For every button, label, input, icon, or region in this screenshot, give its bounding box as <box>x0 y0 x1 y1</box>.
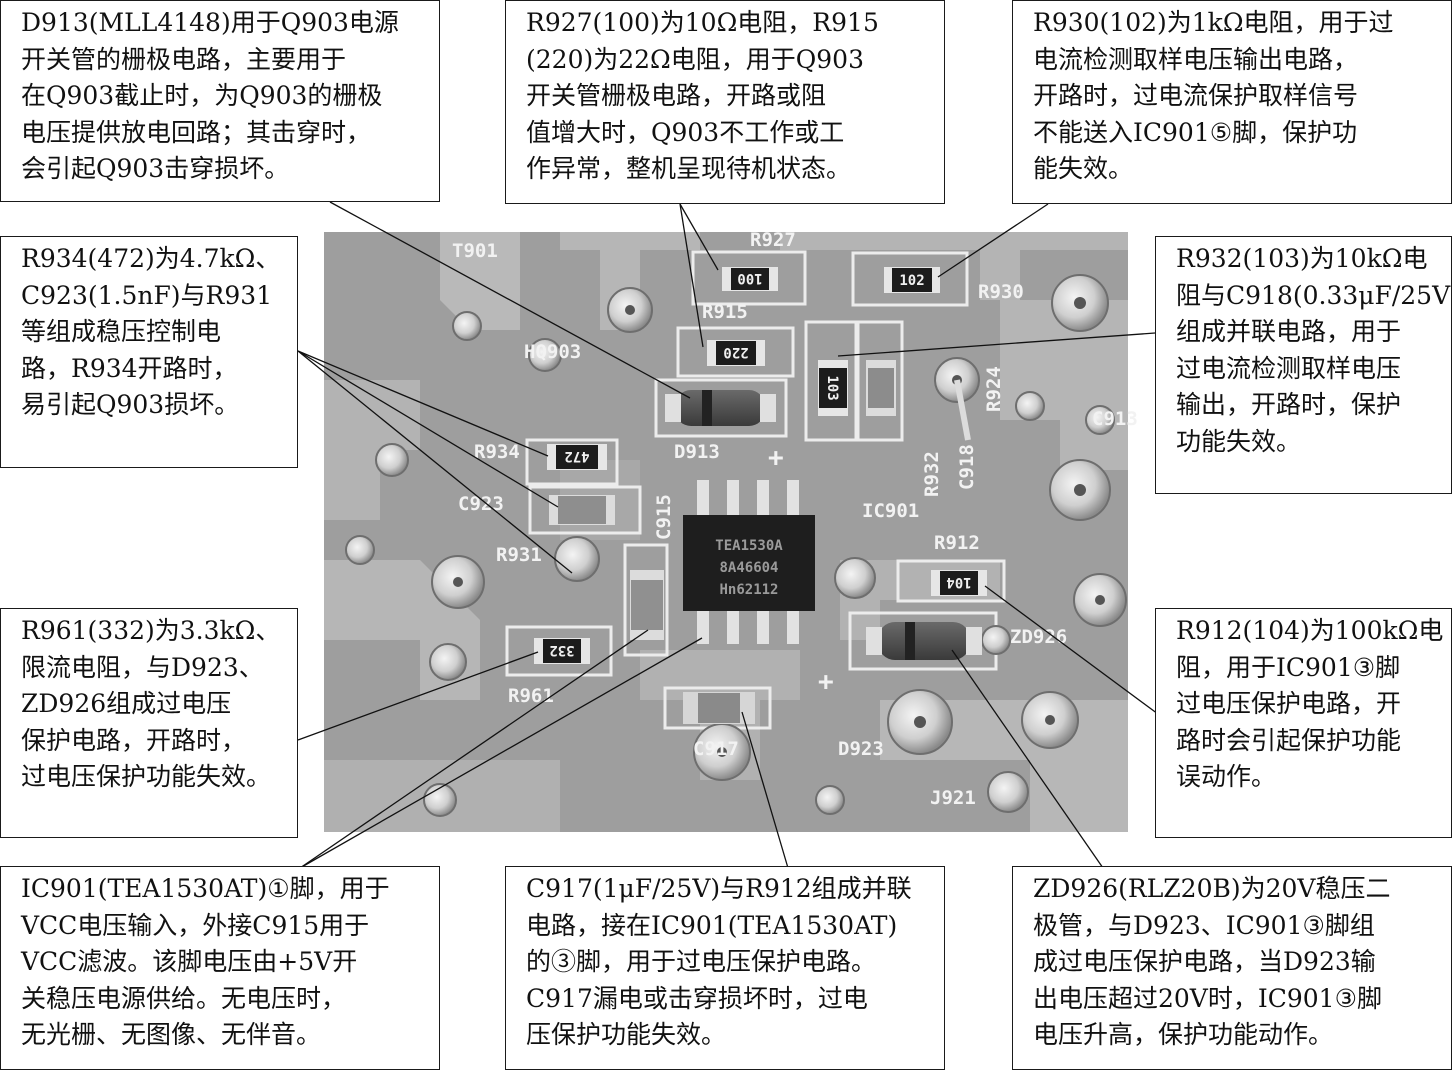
diode-zd926 <box>866 622 982 660</box>
annotation-c917: C917(1μF/25V)与R912组成并联 电路，接在IC901(TEA153… <box>505 866 945 1070</box>
pcb-label-c918: C918 <box>956 444 978 490</box>
pcb-label-d923: D923 <box>838 738 884 760</box>
pcb-label-r930: R930 <box>978 281 1024 303</box>
svg-text:Hn62112: Hn62112 <box>719 582 778 598</box>
pcb-label-plus-2: + <box>818 667 834 697</box>
svg-text:220: 220 <box>723 344 748 360</box>
annotation-r927-r915: R927(100)为10Ω电阻，R915 (220)为22Ω电阻，用于Q903 … <box>505 0 945 204</box>
annotation-ic901: IC901(TEA1530AT)①脚，用于 VCC电压输入，外接C915用于 V… <box>0 866 440 1070</box>
pcb-label-j921: J921 <box>930 787 976 809</box>
smd-c923 <box>549 495 615 525</box>
pcb-label-t901: T901 <box>452 240 498 262</box>
pcb-label-plus-1: + <box>768 443 784 473</box>
svg-text:100: 100 <box>737 270 762 286</box>
pcb-label-c923: C923 <box>458 493 504 515</box>
svg-text:103: 103 <box>824 375 840 400</box>
annotation-r912: R912(104)为100kΩ电 阻，用于IC901③脚 过电压保护电路，开 路… <box>1155 608 1452 838</box>
svg-text:332: 332 <box>549 642 574 658</box>
svg-text:472: 472 <box>564 448 589 464</box>
pcb-label-r932: R932 <box>921 451 943 497</box>
smd-r927: 100 <box>722 267 778 291</box>
smd-r934: 472 <box>547 444 607 470</box>
smd-r961: 332 <box>534 638 590 664</box>
annotation-d913: D913(MLL4148)用于Q903电源 开关管的栅极电路，主要用于 在Q90… <box>0 0 440 202</box>
svg-text:TEA1530A: TEA1530A <box>715 538 783 554</box>
pcb-label-hq903: HQ903 <box>524 341 581 363</box>
pcb-label-r915: R915 <box>702 301 748 323</box>
pcb-label-c913: C913 <box>1092 408 1138 430</box>
pcb-label-ic901: IC901 <box>862 500 919 522</box>
svg-text:102: 102 <box>899 273 924 289</box>
pcb-label-c917: C917 <box>693 738 739 760</box>
diode-d913 <box>665 390 776 426</box>
pcb-label-r912: R912 <box>934 532 980 554</box>
pcb-label-r931: R931 <box>496 544 542 566</box>
pcb-label-r961: R961 <box>508 685 554 707</box>
smd-r912: 104 <box>931 570 987 596</box>
annotation-zd926: ZD926(RLZ20B)为20V稳压二 极管，与D923、IC901③脚组 成… <box>1012 866 1452 1070</box>
annotation-r930: R930(102)为1kΩ电阻，用于过 电流检测取样电压输出电路， 开路时，过电… <box>1012 0 1452 204</box>
annotation-r961: R961(332)为3.3kΩ、 限流电阻，与D923、 ZD926组成过电压 … <box>0 608 298 838</box>
svg-text:8A46604: 8A46604 <box>719 560 778 576</box>
pcb-label-c915: C915 <box>653 494 675 540</box>
pcb-label-r924: R924 <box>983 366 1005 412</box>
smd-c915 <box>630 570 664 640</box>
annotation-r932: R932(103)为10kΩ电 阻与C918(0.33μF/25V) 组成并联电… <box>1155 236 1452 494</box>
pcb-label-zd926: ZD926 <box>1010 626 1067 648</box>
smd-r932: 103 <box>818 360 848 416</box>
pcb-label-d913: D913 <box>674 441 720 463</box>
ic901-chip: TEA1530A 8A46604 Hn62112 <box>683 480 815 644</box>
pcb-label-r934: R934 <box>474 441 520 463</box>
pcb-label-r927: R927 <box>750 229 796 251</box>
smd-c917 <box>683 692 755 724</box>
annotation-r934: R934(472)为4.7kΩ、 C923(1.5nF)与R931 等组成稳压控… <box>0 236 298 468</box>
svg-text:104: 104 <box>946 574 971 590</box>
smd-r930: 102 <box>884 267 940 293</box>
smd-c918 <box>866 360 896 416</box>
smd-r915: 220 <box>707 340 765 366</box>
